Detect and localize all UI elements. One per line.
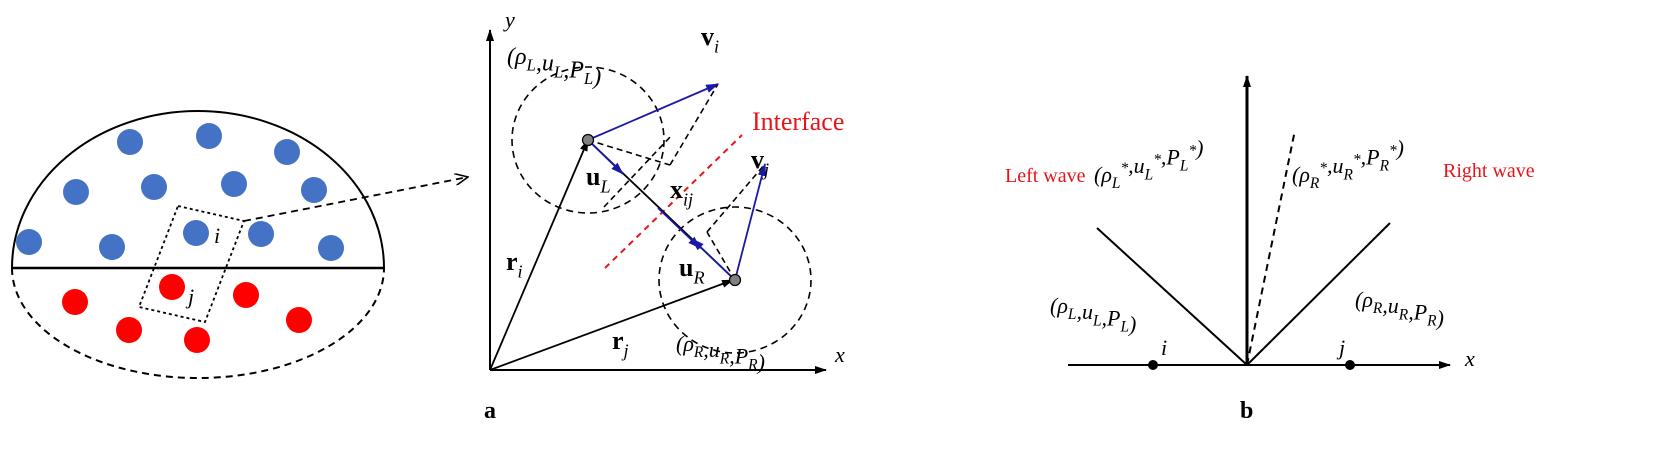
domain-upper-boundary <box>11 110 385 269</box>
red-particles <box>62 274 312 353</box>
x-axis-label: x <box>834 342 845 367</box>
v-i-dashed-guide <box>669 83 719 166</box>
x-ij-label: xij <box>670 175 693 209</box>
interface-line <box>604 134 743 269</box>
domain-lower-boundary <box>11 267 385 379</box>
r-j-label: rj <box>612 326 629 360</box>
r-i-vector <box>489 139 589 371</box>
blue-particle <box>274 139 300 165</box>
particle-j-label: j <box>1336 335 1345 360</box>
contact-discontinuity-line <box>1246 129 1296 366</box>
panel-a: y x Interface (ρL,uL,PL) (ρR,uR,PR) vi v… <box>484 7 845 424</box>
blue-particle <box>248 221 274 247</box>
particle-i-point <box>581 133 595 147</box>
particle-i-label: i <box>1161 335 1167 360</box>
u-L-vector <box>587 139 624 175</box>
particle-j-point <box>1345 360 1355 370</box>
blue-particle <box>196 123 222 149</box>
blue-particles <box>16 123 344 261</box>
v-j-vector <box>734 162 767 281</box>
u-R-label: uR <box>679 253 705 287</box>
right-wave-line <box>1246 222 1391 366</box>
particle-j-label: j <box>185 284 194 309</box>
particle-i-point <box>1148 360 1158 370</box>
interface-label: Interface <box>752 107 844 136</box>
particle-domain-panel: i j <box>11 110 468 379</box>
right-star-state-label: (ρR*,uR*,PR*) <box>1292 136 1404 193</box>
blue-particle <box>301 177 327 203</box>
red-particle <box>116 317 142 343</box>
right-state-label: (ρR,uR,PR) <box>1355 287 1444 331</box>
red-particle <box>286 307 312 333</box>
v-i-vector <box>587 83 719 141</box>
v-i-dashed-guide <box>587 139 671 166</box>
right-wave-label: Right wave <box>1443 160 1535 182</box>
v-j-label: vj <box>751 145 769 179</box>
u-R-vector <box>691 238 736 281</box>
particle-pair-selection-box <box>137 204 246 324</box>
blue-particle <box>16 229 42 255</box>
u-L-projection <box>657 207 701 249</box>
particle-j-support-domain <box>658 206 812 354</box>
particle-j-point <box>728 273 742 287</box>
blue-particle <box>117 129 143 155</box>
blue-particle <box>63 179 89 205</box>
v-i-label: vi <box>701 22 719 56</box>
blue-particle <box>221 171 247 197</box>
red-particle <box>62 289 88 315</box>
left-wave-label: Left wave <box>1005 165 1086 187</box>
blue-particle <box>99 234 125 260</box>
blue-particle <box>141 174 167 200</box>
panel-b-caption: b <box>1240 398 1253 424</box>
r-i-label: ri <box>506 247 523 281</box>
panel-b: x i j Left wave Right wave (ρL*,uL*,PL*)… <box>1005 75 1535 424</box>
particle-i-label: i <box>214 223 220 248</box>
red-particle <box>184 327 210 353</box>
left-star-state-label: (ρL*,uL*,PL*) <box>1094 136 1203 193</box>
v-j-dashed-guide <box>706 163 766 233</box>
y-axis-label: y <box>503 7 515 32</box>
blue-particle <box>183 220 209 246</box>
v-i-dashed-guide <box>603 134 673 208</box>
left-wave-line <box>1096 227 1248 366</box>
right-state-label: (ρR,uR,PR) <box>676 331 765 375</box>
u-L-label: uL <box>586 162 611 196</box>
r-j-vector <box>489 279 734 371</box>
red-particle <box>159 274 185 300</box>
blue-particle <box>318 235 344 261</box>
zoom-arrow <box>243 177 468 222</box>
panel-a-caption: a <box>484 398 496 424</box>
v-j-dashed-guide <box>706 231 736 281</box>
left-state-label: (ρL,uL,PL) <box>1050 293 1136 337</box>
left-state-label: (ρL,uL,PL) <box>507 44 601 90</box>
x-axis-label: x <box>1464 346 1475 371</box>
red-particle <box>233 282 259 308</box>
particle-i-support-domain <box>511 66 665 214</box>
